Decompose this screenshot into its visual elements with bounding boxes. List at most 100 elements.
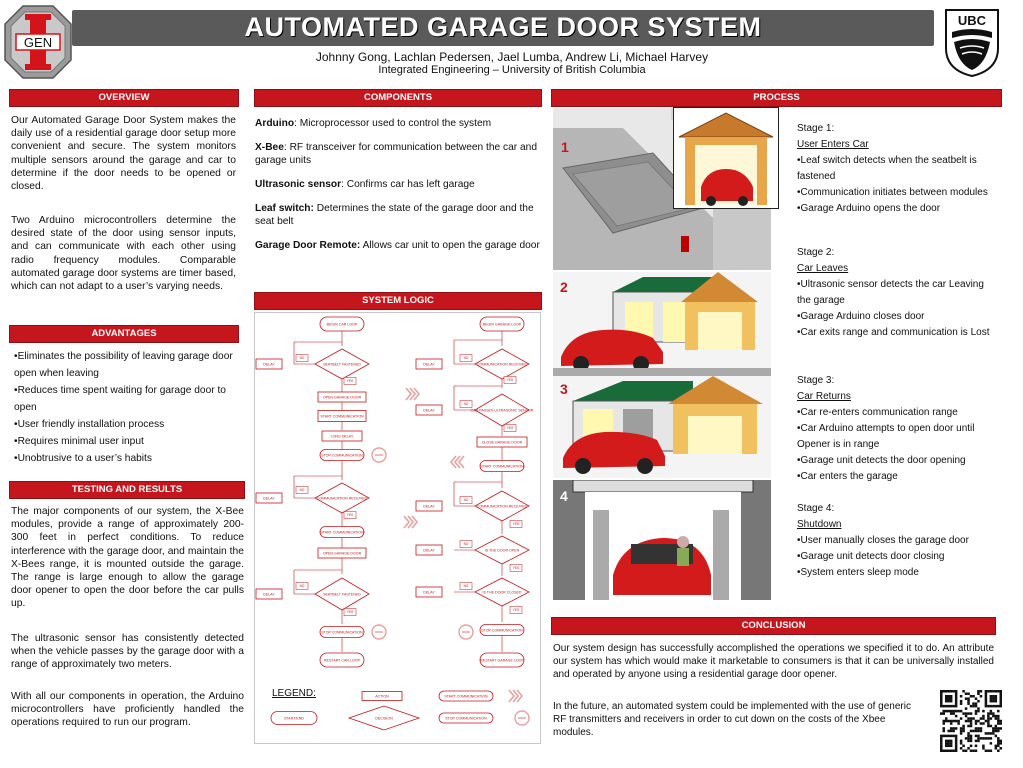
qr-module	[977, 690, 980, 693]
flow-terminal	[270, 711, 318, 725]
flow-terminal	[319, 449, 365, 461]
qr-module	[979, 727, 983, 730]
qr-module	[982, 717, 985, 720]
flow-tag	[343, 608, 357, 616]
stage-label: Stage 2:	[797, 247, 835, 258]
qr-module	[947, 734, 950, 738]
flow-tag	[459, 540, 473, 548]
qr-module	[967, 747, 970, 750]
qr-module	[982, 722, 985, 725]
flow-comm-chevron	[411, 515, 419, 529]
flow-comm-chevron	[516, 689, 524, 703]
qr-module	[954, 747, 958, 750]
qr-module	[942, 704, 946, 708]
process-image-1-number: 1	[561, 139, 569, 155]
flow-tag-label: YES	[347, 513, 353, 517]
qr-module	[967, 712, 970, 715]
overview-paragraph-2: Two Arduino microcontrollers determine t…	[11, 215, 236, 293]
qr-module	[947, 742, 950, 745]
qr-module	[994, 694, 998, 698]
conclusion-paragraph-1: Our system design has successfully accom…	[553, 643, 994, 681]
qr-module	[947, 749, 950, 753]
flow-tag	[459, 400, 473, 408]
flow-comm-chevron	[413, 387, 421, 401]
title-bar	[72, 10, 934, 46]
qr-module	[969, 739, 973, 743]
qr-module	[962, 690, 965, 693]
qr-module	[967, 717, 970, 720]
qr-module	[947, 690, 950, 693]
qr-module	[944, 749, 948, 753]
qr-module	[944, 739, 948, 743]
qr-module	[952, 719, 955, 723]
ubc-logo: UBC	[944, 8, 1000, 78]
qr-module	[994, 744, 998, 748]
flow-action-label: DELAY	[423, 504, 435, 508]
qr-module	[984, 697, 988, 700]
qr-module	[984, 690, 988, 693]
flow-tag-label: YES	[507, 378, 513, 382]
qr-module	[954, 692, 958, 696]
qr-module	[992, 712, 995, 715]
qr-module	[974, 719, 978, 723]
conclusion-paragraph-2: In the future, an automated system could…	[553, 701, 911, 739]
flow-comm-chevron	[453, 455, 461, 469]
qr-module	[940, 747, 943, 750]
flow-tag	[295, 582, 309, 590]
qr-module	[969, 737, 973, 740]
qr-module	[994, 734, 998, 738]
conclusion-header: CONCLUSION	[551, 617, 996, 635]
flow-terminal	[479, 460, 525, 472]
qr-module	[964, 707, 968, 710]
stage-bullet: •Car enters the garage	[797, 471, 898, 482]
qr-module	[992, 697, 995, 700]
flow-tag-label: YES	[507, 426, 513, 430]
qr-module	[994, 699, 998, 703]
qr-module	[964, 714, 968, 718]
process-image-4-number: 4	[560, 488, 568, 504]
qr-module	[997, 714, 1000, 718]
stage-name: User Enters Car	[797, 139, 869, 150]
qr-module	[962, 749, 965, 753]
qr-module	[959, 742, 963, 745]
qr-module	[987, 712, 990, 715]
qr-module	[962, 744, 965, 748]
qr-module	[949, 694, 953, 698]
flow-action	[415, 404, 443, 416]
qr-module	[949, 709, 953, 713]
qr-module	[987, 704, 990, 708]
qr-module	[944, 709, 948, 713]
flow-tag-label: NO	[464, 402, 469, 406]
qr-module	[974, 739, 978, 743]
qr-module	[957, 709, 960, 713]
qr-module	[977, 699, 980, 703]
qr-module	[974, 744, 978, 748]
qr-module	[967, 719, 970, 723]
qr-module	[954, 690, 958, 693]
flow-action	[255, 588, 283, 600]
flow-terminal	[319, 652, 365, 668]
qr-module	[974, 749, 978, 753]
qr-module	[949, 734, 953, 738]
qr-module	[992, 729, 995, 733]
flow-tag-label: NO	[464, 542, 469, 546]
qr-module	[949, 719, 953, 723]
qr-module	[989, 697, 993, 700]
poster-title: AUTOMATED GARAGE DOOR SYSTEM	[244, 12, 762, 42]
qr-code[interactable]	[940, 690, 1003, 753]
qr-module	[947, 739, 950, 743]
qr-module	[969, 719, 973, 723]
qr-module	[984, 702, 988, 705]
qr-module	[947, 709, 950, 713]
qr-module	[977, 729, 980, 733]
svg-text:GEN: GEN	[24, 35, 52, 50]
qr-module	[997, 737, 1000, 740]
qr-module	[967, 737, 970, 740]
qr-module	[987, 714, 990, 718]
qr-module	[992, 704, 995, 708]
flow-action-label: START COMMUNICATION	[320, 414, 364, 418]
flow-comm-chevron	[449, 455, 457, 469]
qr-module	[940, 697, 943, 700]
qr-module	[974, 712, 978, 715]
flow-tag	[509, 606, 523, 614]
